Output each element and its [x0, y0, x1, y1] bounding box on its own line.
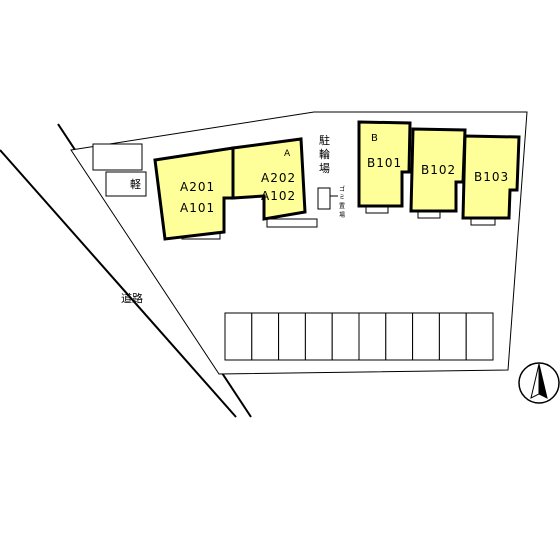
- unit-a102: A102: [261, 189, 296, 203]
- parking-space: [465, 312, 494, 361]
- bicycle-parking-char-2: 輪: [319, 147, 330, 161]
- parking-space: [438, 312, 467, 361]
- parking-space: [385, 312, 414, 361]
- parking-space: [278, 312, 306, 361]
- north-arrow-icon: [518, 362, 560, 404]
- unit-b103-block: [461, 134, 521, 220]
- light-car-label: 軽: [130, 178, 141, 191]
- building-b: B B101 B102 B103: [357, 120, 521, 226]
- building-a-right: [231, 137, 307, 221]
- garbage-char-3: 置: [339, 203, 345, 210]
- parking-space: [304, 312, 333, 361]
- unit-a101: A101: [180, 201, 215, 215]
- unit-a202: A202: [261, 171, 296, 185]
- garbage-char-2: ミ: [339, 194, 345, 201]
- unit-b102-block: [409, 127, 467, 213]
- parking-space: [331, 312, 360, 361]
- light-car-parking: 軽: [92, 143, 147, 197]
- building-b-letter: B: [371, 133, 378, 144]
- unit-b103: B103: [474, 170, 509, 184]
- bicycle-parking: 駐 輪 場: [319, 133, 330, 175]
- unit-b101-block: [357, 120, 412, 208]
- unit-b102: B102: [421, 163, 456, 177]
- parking-space: [224, 312, 253, 361]
- parking-space: [251, 312, 280, 361]
- parking-lot: [224, 312, 494, 361]
- building-a-letter: A: [284, 149, 291, 159]
- unit-a201: A201: [180, 180, 215, 194]
- garbage-char-1: ゴ: [339, 185, 345, 193]
- parking-space: [412, 312, 440, 361]
- parking-space: [358, 312, 387, 361]
- bicycle-parking-char-3: 場: [319, 162, 330, 175]
- bicycle-parking-char-1: 駐: [319, 133, 330, 147]
- garbage-char-4: 場: [339, 211, 345, 219]
- unit-b101: B101: [367, 156, 402, 170]
- building-a: A A201 A101 A202 A102: [153, 137, 318, 241]
- road-label: 道路: [121, 291, 143, 305]
- garbage-area: ゴ ミ 置 場: [317, 185, 345, 219]
